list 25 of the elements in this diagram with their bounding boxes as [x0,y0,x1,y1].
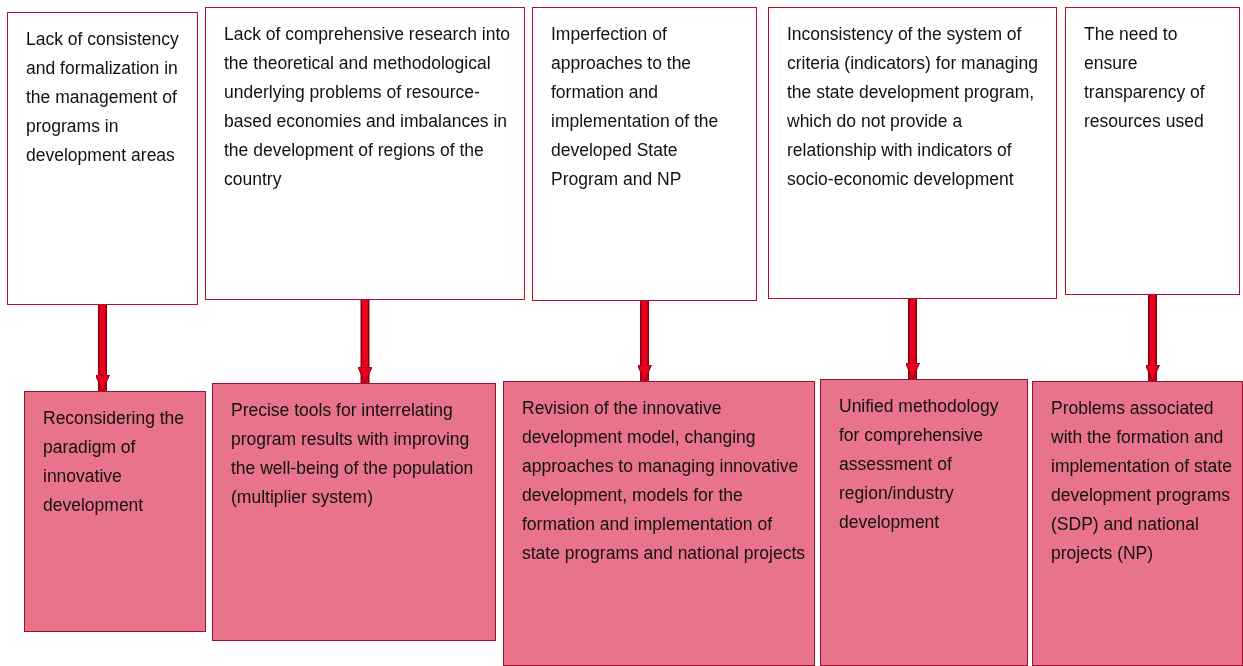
arrow [357,300,373,384]
box-text: Revision of the innovative development model, changing approaches to managing innovative development, models for the formation and implementation of state programs and national projects [522,397,806,565]
solution-box [212,383,496,641]
solution-box [503,381,815,666]
arrow [1145,295,1160,382]
box-text: Unified methodology for comprehensive assessment of region/industry development [839,395,1000,534]
arrow [637,301,652,382]
box-text: Precise tools for interrelating program results with improving the well-being of the population (multiplier system) [231,399,475,509]
problem-box [1065,7,1240,295]
box-text: Reconsidering the paradigm of innovative development [43,407,186,517]
arrow [905,299,920,380]
problem-box [768,7,1057,299]
box-text: Lack of comprehensive research into the theoretical and methodological underlying problems of resource-based economies and imbalances in the development of regions of the country [224,23,511,191]
solution-box [24,391,206,632]
problem-box [532,7,757,301]
solution-box [820,379,1028,666]
box-text: Imperfection of approaches to the formation and implementation of the developed State Program and NP [551,23,720,191]
problem-box [7,12,198,305]
box-text: Problems associated with the formation and implementation of state development programs (SDP) and national projects (NP) [1051,397,1233,565]
arrow [95,305,110,392]
box-text: Inconsistency of the system of criteria (indicators) for managing the state development program, which do not provide a relationship with indicators of socio-economic development [787,23,1039,191]
solution-box [1032,381,1243,666]
box-text: Lack of consistency and formalization in the management of programs in development areas [26,28,180,167]
box-text: The need to ensure transparency of resources used [1084,23,1206,133]
problem-box [205,7,525,300]
